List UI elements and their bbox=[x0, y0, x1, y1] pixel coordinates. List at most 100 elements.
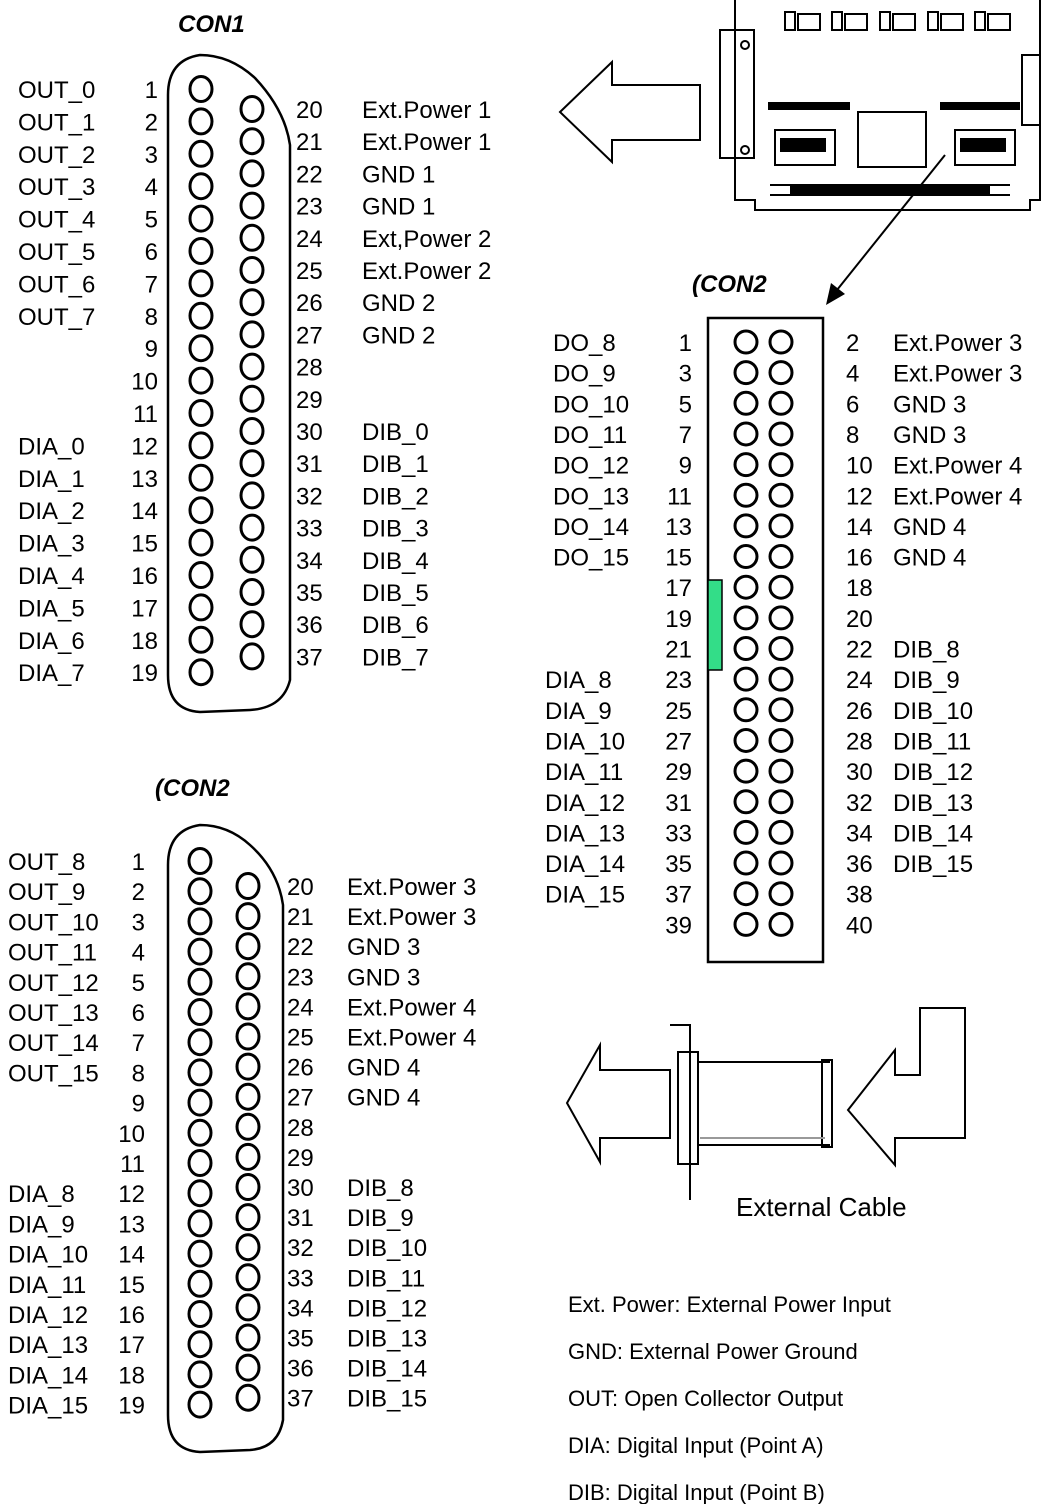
signal-label: GND 4 bbox=[347, 1085, 420, 1112]
pin-12 bbox=[188, 431, 214, 460]
pin-31 bbox=[235, 1203, 261, 1232]
legend-item: DIB: Digital Input (Point B) bbox=[568, 1480, 825, 1504]
signal-label: Ext.Power 1 bbox=[362, 97, 491, 124]
signal-label: DO_9 bbox=[553, 361, 616, 388]
pin-number: 37 bbox=[296, 644, 323, 671]
pin-number: 19 bbox=[118, 1393, 145, 1420]
pin-13 bbox=[733, 513, 759, 539]
signal-label: DIA_13 bbox=[8, 1332, 88, 1359]
signal-label: DIA_8 bbox=[545, 667, 612, 694]
external-cable-label: External Cable bbox=[736, 1192, 907, 1222]
pin-number: 19 bbox=[665, 606, 692, 633]
signal-label: DIA_10 bbox=[8, 1242, 88, 1269]
signal-label: DIB_0 bbox=[362, 419, 429, 446]
pin-31 bbox=[733, 789, 759, 815]
pin-number: 28 bbox=[296, 355, 323, 382]
pin-number: 6 bbox=[145, 239, 158, 266]
con2-dsub-left-labels: 1OUT_82OUT_93OUT_104OUT_115OUT_126OUT_13… bbox=[8, 849, 145, 1420]
pin-number: 28 bbox=[846, 728, 873, 755]
pin-number: 30 bbox=[846, 759, 873, 786]
signal-label: GND 1 bbox=[362, 194, 435, 221]
con1-connector-shell bbox=[166, 53, 292, 714]
signal-label: OUT_5 bbox=[18, 239, 95, 266]
con2-header-pins bbox=[733, 329, 794, 937]
signal-label: DIA_3 bbox=[18, 531, 85, 558]
pin-number: 21 bbox=[665, 637, 692, 664]
pin-number: 2 bbox=[132, 879, 145, 906]
pin-36 bbox=[768, 850, 794, 876]
pin-number: 27 bbox=[287, 1085, 314, 1112]
con2-header-left-labels: 1DO_83DO_95DO_107DO_119DO_1211DO_1313DO_… bbox=[545, 330, 692, 939]
pin-number: 4 bbox=[846, 361, 859, 388]
pin-number: 26 bbox=[296, 290, 323, 317]
pin-7 bbox=[733, 421, 759, 447]
pin-number: 35 bbox=[296, 580, 323, 607]
pin-18 bbox=[188, 625, 214, 654]
pin-19 bbox=[187, 1390, 213, 1419]
pin-27 bbox=[733, 727, 759, 753]
pin-number: 34 bbox=[846, 820, 873, 847]
pin-number: 8 bbox=[846, 422, 859, 449]
pin-39 bbox=[733, 911, 759, 937]
pin-number: 3 bbox=[679, 361, 692, 388]
signal-label: DIB_4 bbox=[362, 548, 429, 575]
pin-22 bbox=[235, 932, 261, 961]
pin-6 bbox=[188, 237, 214, 265]
pin-14 bbox=[187, 1239, 213, 1268]
pin-number: 37 bbox=[287, 1386, 314, 1413]
signal-label: DIA_2 bbox=[18, 498, 85, 525]
pin-number: 34 bbox=[287, 1295, 314, 1322]
pin-36 bbox=[239, 610, 265, 639]
pin-5 bbox=[187, 967, 213, 996]
signal-label: DIB_15 bbox=[347, 1386, 427, 1413]
signal-label: OUT_1 bbox=[18, 109, 95, 136]
signal-label: DO_8 bbox=[553, 330, 616, 357]
signal-label: DIA_5 bbox=[18, 595, 85, 622]
pin-number: 9 bbox=[132, 1091, 145, 1118]
signal-label: DIB_5 bbox=[362, 580, 429, 607]
pin-13 bbox=[187, 1209, 213, 1238]
pin-number: 22 bbox=[846, 637, 873, 664]
pin-number: 16 bbox=[131, 563, 158, 590]
pin-number: 15 bbox=[665, 545, 692, 572]
signal-label: DIA_4 bbox=[18, 563, 85, 590]
signal-label: DIB_12 bbox=[893, 759, 973, 786]
pin-20 bbox=[768, 605, 794, 631]
pin-number: 30 bbox=[287, 1175, 314, 1202]
pin-number: 1 bbox=[132, 849, 145, 876]
pin-number: 15 bbox=[118, 1272, 145, 1299]
pin-number: 14 bbox=[846, 514, 873, 541]
pin-number: 37 bbox=[665, 882, 692, 909]
con2-header-key bbox=[707, 579, 723, 671]
pin-number: 13 bbox=[118, 1211, 145, 1238]
signal-label: Ext.Power 4 bbox=[347, 1025, 476, 1052]
pin-number: 9 bbox=[679, 453, 692, 480]
pin-number: 7 bbox=[679, 422, 692, 449]
signal-label: DIA_12 bbox=[545, 790, 625, 817]
con2-header-shell bbox=[706, 316, 825, 964]
pin-number: 27 bbox=[296, 322, 323, 349]
pin-number: 25 bbox=[287, 1025, 314, 1052]
pin-29 bbox=[239, 384, 265, 413]
pin-35 bbox=[733, 850, 759, 876]
pin-40 bbox=[768, 911, 794, 937]
signal-label: DIA_1 bbox=[18, 466, 85, 493]
pin-21 bbox=[239, 127, 265, 156]
pin-number: 5 bbox=[132, 970, 145, 997]
signal-label: DIA_15 bbox=[545, 882, 625, 909]
pin-37 bbox=[239, 642, 265, 671]
signal-label: DIB_11 bbox=[893, 728, 971, 755]
pin-23 bbox=[235, 962, 261, 991]
pin-number: 24 bbox=[287, 994, 314, 1021]
pin-number: 33 bbox=[296, 516, 323, 543]
pin-17 bbox=[733, 574, 759, 600]
pin-number: 25 bbox=[296, 258, 323, 285]
cable-left-arrow-icon bbox=[565, 1041, 671, 1166]
pin-25 bbox=[235, 1022, 261, 1051]
signal-label: OUT_6 bbox=[18, 271, 95, 298]
pin-number: 14 bbox=[118, 1242, 145, 1269]
pin-34 bbox=[235, 1293, 261, 1322]
signal-label: DIA_0 bbox=[18, 433, 85, 460]
pin-33 bbox=[733, 819, 759, 845]
